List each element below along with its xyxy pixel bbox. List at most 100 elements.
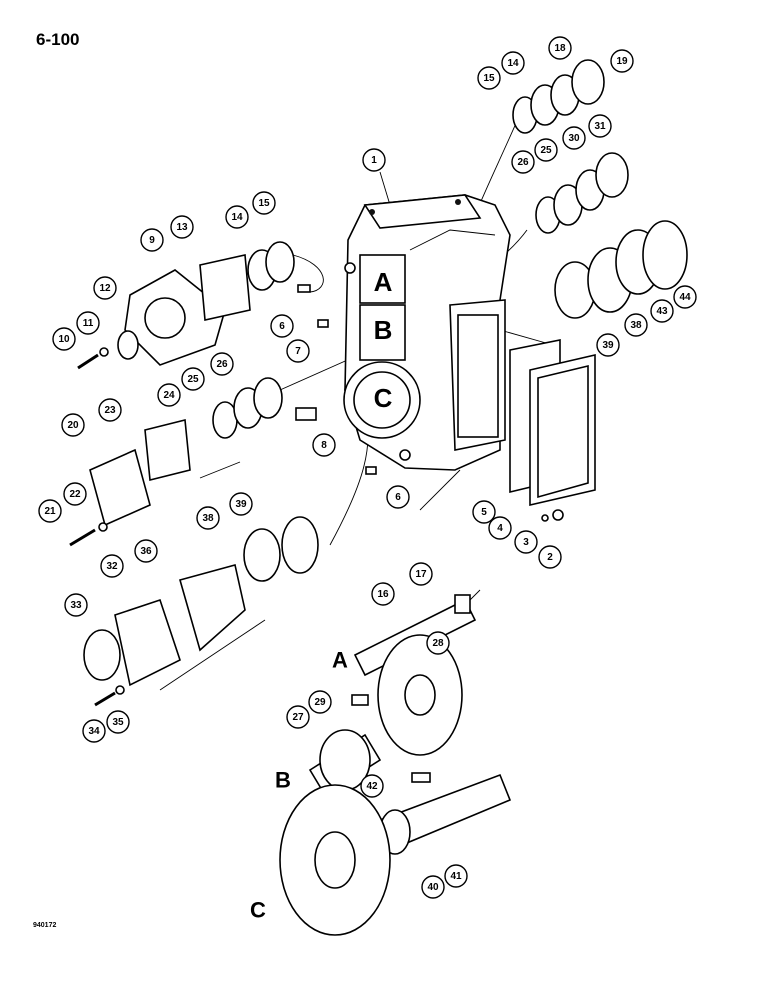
callout-number: 16 — [377, 589, 389, 600]
bearing-38-39-left — [243, 516, 319, 582]
upper-bearing-stack — [512, 59, 605, 134]
callout-39a: 39 — [229, 492, 253, 516]
middle-bearing-stack — [535, 152, 629, 234]
callout-number: 36 — [140, 546, 152, 557]
callout-number: 13 — [176, 222, 188, 233]
callout-1: 1 — [362, 148, 386, 172]
bolt-34 — [94, 691, 116, 707]
callout-18: 18 — [548, 36, 572, 60]
bearing-14-15-left — [247, 241, 295, 291]
callout-number: 25 — [540, 145, 552, 156]
callout-number: 29 — [314, 697, 326, 708]
callout-number: 14 — [507, 58, 519, 69]
callout-8: 8 — [312, 433, 336, 457]
seal-33 — [83, 629, 121, 681]
gear-28 — [377, 634, 463, 756]
callout-number: 26 — [517, 157, 529, 168]
callout-number: 11 — [83, 318, 94, 329]
cover-and-gaskets — [509, 339, 596, 507]
callout-27: 27 — [286, 705, 310, 729]
callout-number: 6 — [395, 492, 401, 503]
key-29 — [351, 694, 369, 706]
bearing-24-25-26-left — [212, 377, 283, 439]
washer-22 — [98, 522, 108, 532]
callout-number: 24 — [163, 390, 175, 401]
callout-23: 23 — [98, 398, 122, 422]
callout-11: 11 — [76, 311, 100, 335]
callout-14a: 14 — [225, 205, 249, 229]
callout-number: 38 — [630, 320, 642, 331]
callout-number: 41 — [450, 871, 462, 882]
callout-number: 6 — [279, 321, 285, 332]
callout-number: 44 — [679, 292, 691, 303]
callout-number: 8 — [321, 440, 327, 451]
port-a-label: A — [374, 267, 393, 297]
cap-20-and-gasket-23 — [89, 418, 191, 527]
callout-15a: 15 — [252, 191, 276, 215]
key-42 — [411, 772, 431, 783]
callout-30: 30 — [562, 126, 586, 150]
bearing-cap-9 — [124, 269, 226, 366]
callout-number: 23 — [104, 405, 116, 416]
callout-number: 22 — [69, 489, 81, 500]
callout-number: 39 — [235, 499, 247, 510]
callout-number: 10 — [58, 334, 70, 345]
callout-35: 35 — [106, 710, 130, 734]
shaft-c-label: C — [250, 898, 266, 923]
callout-13: 13 — [170, 215, 194, 239]
shaft-b-label: B — [275, 768, 291, 793]
callout-number: 27 — [292, 712, 304, 723]
callout-number: 43 — [656, 306, 668, 317]
callout-number: 20 — [67, 420, 79, 431]
callout-6a: 6 — [270, 314, 294, 338]
callout-44: 44 — [673, 285, 697, 309]
callout-number: 25 — [187, 374, 199, 385]
figure-code: 940172 — [33, 922, 57, 929]
callout-6b: 6 — [386, 485, 410, 509]
callout-number: 15 — [258, 198, 270, 209]
callout-number: 21 — [44, 506, 56, 517]
callout-5: 5 — [472, 500, 496, 524]
callout-26a: 26 — [210, 352, 234, 376]
callout-41: 41 — [444, 864, 468, 888]
callout-16: 16 — [371, 582, 395, 606]
callout-markers: 1234566789101112131414151516171819202122… — [38, 36, 697, 899]
bolt-21 — [69, 528, 96, 547]
callout-39b: 39 — [596, 333, 620, 357]
callout-29: 29 — [308, 690, 332, 714]
callout-25b: 25 — [534, 138, 558, 162]
callout-15b: 15 — [477, 66, 501, 90]
callout-22: 22 — [63, 482, 87, 506]
callout-10: 10 — [52, 327, 76, 351]
gearbox-housing — [343, 194, 511, 471]
callout-number: 17 — [415, 569, 427, 580]
shaft-a-label: A — [332, 648, 348, 673]
callout-number: 30 — [568, 133, 580, 144]
callout-38a: 38 — [196, 506, 220, 530]
callout-number: 33 — [70, 600, 82, 611]
callout-number: 12 — [99, 283, 111, 294]
callout-number: 26 — [216, 359, 228, 370]
washer-35 — [115, 685, 125, 695]
callout-number: 34 — [88, 726, 100, 737]
callout-number: 14 — [231, 212, 243, 223]
callout-14b: 14 — [501, 51, 525, 75]
callout-number: 39 — [602, 340, 614, 351]
callout-number: 18 — [554, 43, 566, 54]
callout-number: 35 — [112, 717, 124, 728]
callout-43: 43 — [650, 299, 674, 323]
seal-12 — [117, 330, 139, 360]
shaft-c-41 — [378, 773, 512, 855]
callout-20: 20 — [61, 413, 85, 437]
callout-36: 36 — [134, 539, 158, 563]
callout-31: 31 — [588, 114, 612, 138]
washer-11 — [99, 347, 109, 357]
callout-number: 9 — [149, 235, 155, 246]
callout-42: 42 — [360, 774, 384, 798]
gear-shaft-b-27 — [308, 729, 382, 797]
callout-4: 4 — [488, 516, 512, 540]
callout-number: 31 — [594, 121, 606, 132]
bolt-10 — [77, 353, 99, 370]
